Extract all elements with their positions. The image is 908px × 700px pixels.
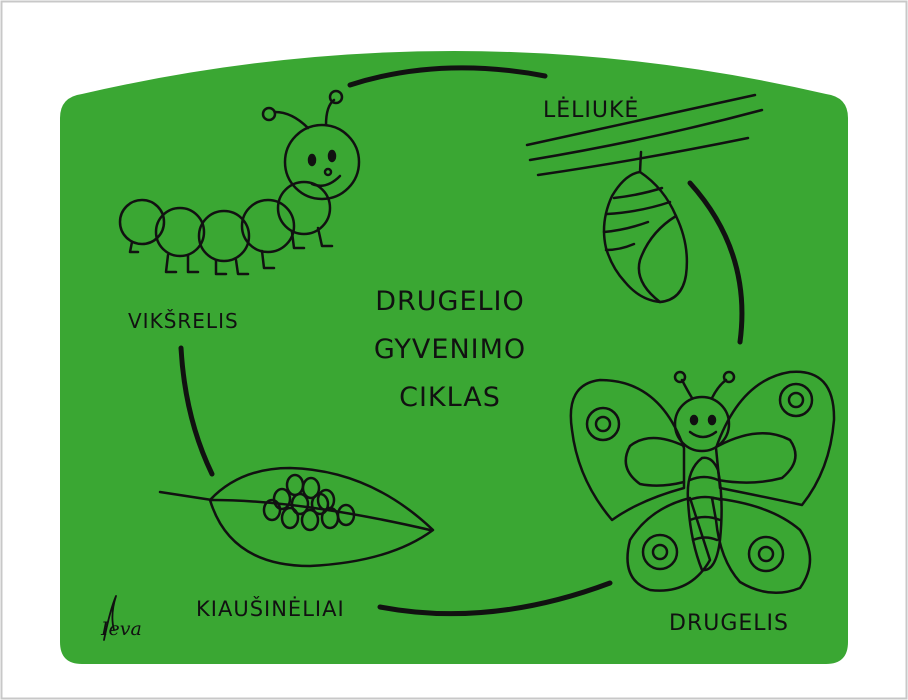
butterfly-wing-lower-right xyxy=(710,496,812,594)
caterpillar-segment xyxy=(154,206,206,258)
body-stripe xyxy=(688,515,722,522)
title-line-1: DRUGELIO xyxy=(375,286,525,317)
egg xyxy=(316,488,336,512)
green-board xyxy=(60,51,848,664)
caterpillar-eye xyxy=(307,153,317,167)
leaf xyxy=(208,466,435,568)
butterfly-eye xyxy=(689,414,699,426)
caterpillar-head xyxy=(283,123,361,201)
wing-spot xyxy=(778,382,814,418)
eggs-illustration xyxy=(158,466,435,568)
caterpillar-antenna xyxy=(273,110,310,130)
egg xyxy=(301,476,321,500)
caterpillar-segment xyxy=(118,198,166,246)
chrysalis-stem xyxy=(638,150,643,174)
cycle-arc-top xyxy=(347,65,548,88)
stage-label-caterpillar: VIKŠRELIS xyxy=(128,309,239,333)
egg xyxy=(262,498,282,522)
wing-spot xyxy=(651,543,669,561)
butterfly-wing-upper-left xyxy=(569,378,686,522)
caterpillar-eye xyxy=(327,149,337,163)
title-line-2: GYVENIMO xyxy=(373,334,527,365)
egg xyxy=(336,503,356,527)
caterpillar-segment xyxy=(197,209,251,263)
caterpillar-segment xyxy=(276,180,332,236)
butterfly-antenna-tip xyxy=(722,370,736,384)
stage-label-chrysalis: LĖLIUKĖ xyxy=(543,98,640,123)
inner-wing xyxy=(716,432,797,484)
leaf-stem xyxy=(158,490,214,502)
butterfly-antenna-tip xyxy=(673,370,687,384)
butterfly-illustration xyxy=(569,370,836,594)
stage-label-eggs: KIAUŠINĖLIAI xyxy=(196,597,345,621)
caterpillar-antenna-tip xyxy=(328,89,344,105)
caterpillar-illustration xyxy=(118,89,361,276)
chrysalis-line xyxy=(612,186,664,200)
caterpillar-leg xyxy=(260,249,276,270)
cycle-arc-right xyxy=(687,180,745,345)
wing-spot xyxy=(594,415,612,433)
chrysalis-line xyxy=(637,214,678,304)
cycle-arc-bottom xyxy=(377,580,613,617)
artist-signature: Ieva xyxy=(101,618,142,640)
caterpillar-segment xyxy=(240,198,296,254)
egg xyxy=(280,506,300,530)
caterpillar-antenna-tip xyxy=(261,106,277,122)
chrysalis-line xyxy=(602,220,650,234)
caterpillar-leg xyxy=(186,254,200,274)
chrysalis-line xyxy=(605,200,672,216)
chrysalis-illustration xyxy=(525,93,764,304)
stage-label-butterfly: DRUGELIS xyxy=(669,611,789,636)
cycle-arc-left xyxy=(178,345,215,477)
caterpillar-leg xyxy=(290,230,306,250)
egg xyxy=(300,508,320,532)
butterfly-wing-upper-right xyxy=(714,370,836,507)
body-stripe xyxy=(691,536,719,542)
branch-line xyxy=(528,108,764,162)
wing-spot xyxy=(585,406,621,442)
chrysalis-line xyxy=(604,242,636,252)
caterpillar-leg xyxy=(316,226,334,248)
butterfly-smile xyxy=(688,430,718,439)
egg xyxy=(290,492,310,516)
signature-flourish xyxy=(103,595,117,641)
caterpillar-leg xyxy=(128,240,140,254)
butterfly-body xyxy=(686,456,723,572)
butterfly-head xyxy=(673,395,731,453)
inner-wing xyxy=(624,436,686,487)
wing-spot xyxy=(641,533,679,571)
leaf-vein xyxy=(210,498,432,532)
wing-spot xyxy=(787,391,805,409)
caterpillar-smile xyxy=(310,174,342,187)
caterpillar-nose xyxy=(323,167,333,177)
title-line-3: CIKLAS xyxy=(399,382,501,413)
branch xyxy=(525,93,757,147)
butterfly-wing-lower-left xyxy=(626,496,712,592)
poster-title: DRUGELIO GYVENIMO CIKLAS xyxy=(330,278,570,422)
body-stripe xyxy=(687,495,723,502)
chrysalis-body xyxy=(602,170,689,304)
wing-spot xyxy=(757,545,775,563)
caterpillar-leg xyxy=(234,258,250,276)
caterpillar-leg xyxy=(214,258,228,276)
wing-spot xyxy=(747,535,785,573)
caterpillar-leg xyxy=(164,253,178,274)
body-stripe xyxy=(688,475,720,482)
butterfly-eye xyxy=(707,414,717,426)
